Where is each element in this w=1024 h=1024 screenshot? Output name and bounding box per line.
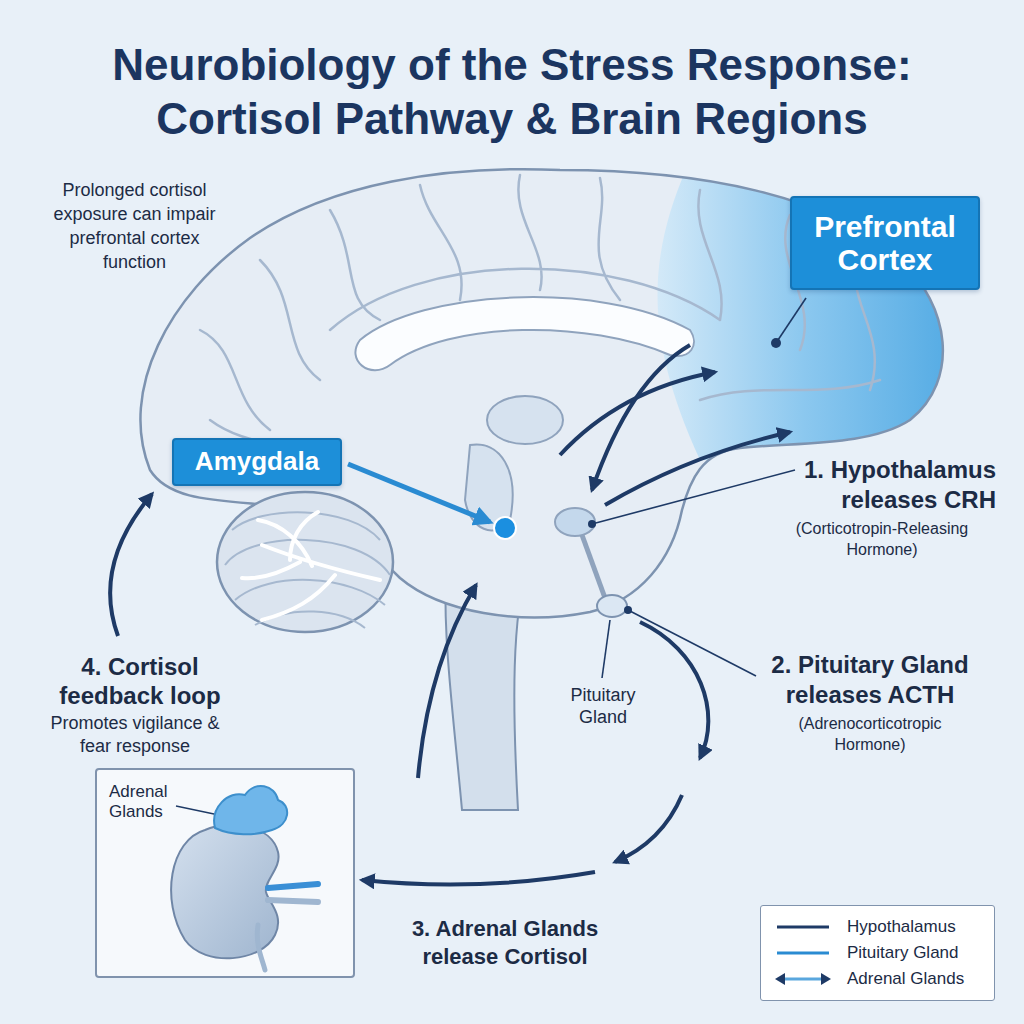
thalamus [487, 396, 563, 444]
leader-line [592, 470, 795, 524]
label-holder: (Corticotropin-Releasing Hormone) [768, 518, 996, 560]
step-label: 2. Pituitary Gland releases ACTH [745, 650, 995, 710]
leader-line [776, 298, 806, 343]
amygdala-marker [494, 517, 516, 539]
label-holder: 2. Pituitary Gland releases ACTH [745, 650, 995, 710]
legend-sample [773, 945, 833, 961]
label-holder: 1. Hypothalamus releases CRH [768, 455, 996, 515]
label-holder: Prolonged cortisol exposure can impair p… [42, 178, 227, 274]
corpus-callosum [355, 297, 693, 370]
region-label: Amygdala [195, 447, 319, 477]
label-holder: (Adrenocorticotropic Hormone) [770, 713, 970, 755]
label-holder: Promotes vigilance & fear response [40, 712, 230, 758]
label-holder: Pituitary Gland [548, 684, 658, 728]
pathway-arrow [640, 622, 708, 758]
pathway-arrow [362, 872, 595, 885]
leader-line [628, 610, 756, 676]
cerebellum [217, 492, 393, 632]
part-label: Pituitary Gland [548, 684, 658, 728]
title-holder: Neurobiology of the Stress Response: Cor… [62, 38, 962, 146]
label-holder: 3. Adrenal Glands release Cortisol [375, 915, 635, 971]
legend-text: Hypothalamus [847, 917, 956, 937]
pathway-arrow [560, 372, 715, 455]
feedback-arrow [110, 494, 152, 636]
legend-line [777, 926, 829, 929]
step-label: 4. Cortisol feedback loop [45, 652, 235, 710]
legend-entry: Pituitary Gland [773, 940, 982, 966]
leader-dot [624, 606, 632, 614]
region-label-box: Prefrontal Cortex [790, 196, 980, 290]
legend-arrowhead [821, 973, 831, 985]
hormone-name: (Adrenocorticotropic Hormone) [770, 713, 970, 755]
inset-panel: Adrenal Glands [95, 768, 355, 978]
legend-sample [773, 919, 833, 935]
pathway-arrow [615, 795, 682, 862]
step-label: 3. Adrenal Glands release Cortisol [375, 915, 635, 971]
leader-line [602, 620, 610, 678]
leader-dot [771, 338, 781, 348]
pathway-arrow [418, 585, 476, 778]
inset-ground [96, 769, 354, 977]
note-text: Promotes vigilance & fear response [40, 712, 230, 758]
legend-arrowhead [775, 973, 785, 985]
inset-label: Adrenal Glands [109, 782, 184, 822]
pituitary-gland [597, 595, 627, 617]
brain-gyri [200, 175, 880, 470]
note-text: Prolonged cortisol exposure can impair p… [42, 178, 227, 274]
pituitary-stalk [582, 535, 605, 598]
legend-text: Adrenal Glands [847, 969, 964, 989]
diagram-title: Neurobiology of the Stress Response: Cor… [62, 38, 962, 146]
hormone-name: (Corticotropin-Releasing Hormone) [768, 518, 996, 560]
legend-line [777, 952, 829, 955]
legend-line [783, 978, 823, 981]
legend-sample [773, 971, 833, 987]
label-holder: 4. Cortisol feedback loop [45, 652, 235, 710]
arbor-vitae [242, 512, 380, 620]
legend-entry: Hypothalamus [773, 914, 982, 940]
pointer-arrow [348, 464, 490, 522]
adrenal-gland [214, 786, 287, 834]
leader-line [176, 806, 214, 814]
leader-dot [588, 520, 596, 528]
pathway-arrow [605, 432, 790, 505]
legend-box: HypothalamusPituitary GlandAdrenal Gland… [760, 905, 995, 1001]
region-label: Prefrontal Cortex [804, 210, 966, 276]
blood-vessel [268, 900, 318, 902]
ureter [257, 925, 265, 970]
step-label: 1. Hypothalamus releases CRH [768, 455, 996, 515]
hypothalamus [555, 508, 595, 536]
region-label-box: Amygdala [172, 438, 342, 486]
legend-entry: Adrenal Glands [773, 966, 982, 992]
blood-vessel [268, 884, 318, 888]
pathway-arrow [592, 345, 690, 490]
cerebellum-folia [225, 512, 390, 628]
kidney [171, 825, 278, 959]
legend-text: Pituitary Gland [847, 943, 959, 963]
